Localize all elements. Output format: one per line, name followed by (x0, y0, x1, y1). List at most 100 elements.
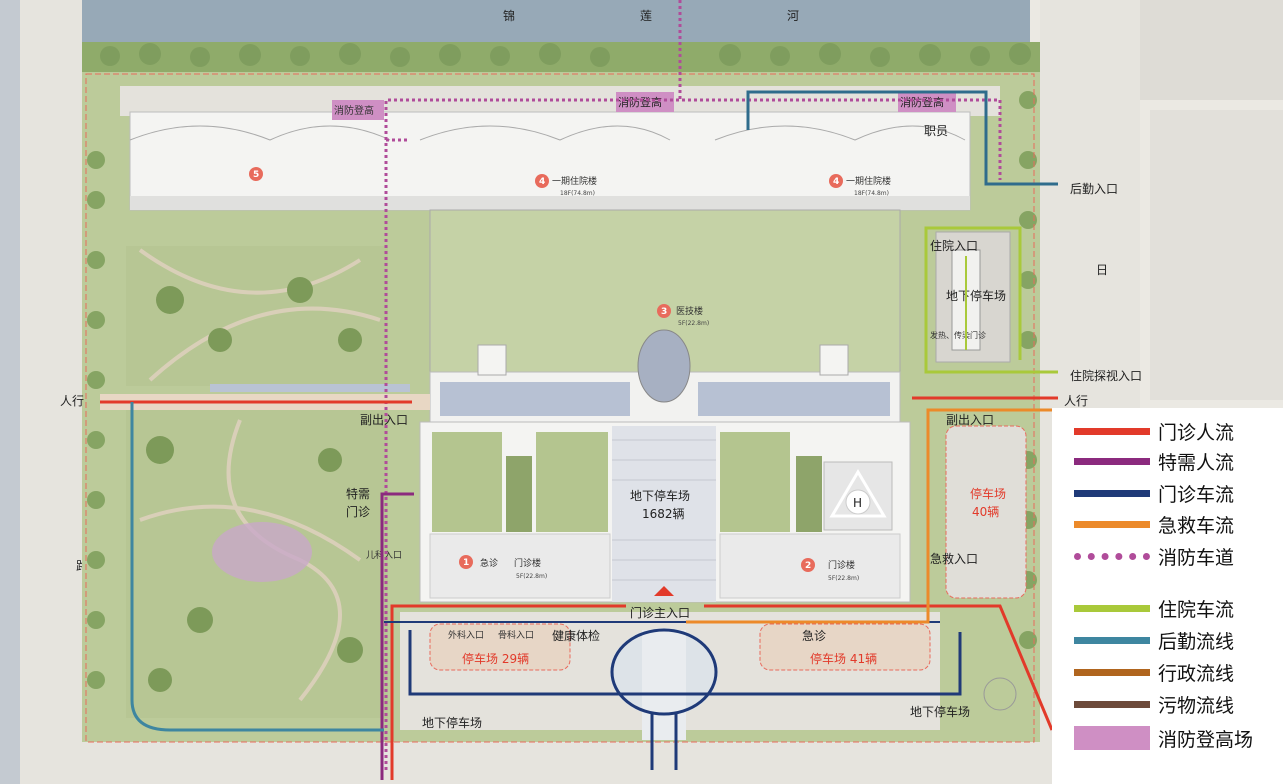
special-clinic-label-1: 特需 (346, 486, 370, 501)
left-road (20, 0, 82, 784)
legend-label: 后勤流线 (1158, 630, 1235, 653)
orthopedics-entrance-label: 骨科入口 (498, 629, 534, 641)
legend-label: 污物流线 (1158, 694, 1235, 717)
building-1-number: 1 (463, 558, 469, 568)
pedestrian-left-label: 人行 (60, 394, 84, 408)
legend-label: 特需人流 (1158, 451, 1235, 474)
inpatient-building (129, 111, 971, 211)
inpatient-entrance-label: 住院入口 (930, 239, 978, 253)
emergency-label: 急诊 (802, 628, 826, 643)
building-3-height: 5F(22.8m) (678, 320, 709, 327)
right-road-label: 日 (1096, 263, 1108, 277)
legend-swatch (1074, 489, 1150, 497)
emergency-vehicle-flow (686, 408, 1052, 624)
legend-item: 消防车道 (1074, 541, 1234, 571)
inpatient-vehicle-flow (924, 226, 1058, 374)
central-parking-label: 地下停车场 (630, 488, 690, 503)
building-2-name: 门诊楼 (828, 559, 855, 571)
river (68, 0, 1030, 42)
building-4-right-marker (829, 174, 843, 188)
fire-pad-mid (616, 92, 674, 112)
building-5-marker (249, 167, 263, 181)
fire-pad-right (898, 92, 956, 112)
parking-bottom-right (759, 623, 931, 671)
right-block-mid (1150, 110, 1283, 400)
fever-clinic-label: 发热、传染门诊 (930, 330, 986, 340)
site-boundary (85, 73, 1035, 743)
pediatrics-entrance-label: 儿科入口 (366, 549, 402, 561)
parking-right-count: 40辆 (972, 505, 999, 519)
fire-pad-mid-label: 消防登高 (618, 95, 662, 109)
legend-label: 住院车流 (1158, 598, 1235, 621)
secondary-exit-left-label: 副出入口 (360, 413, 408, 427)
emergency-entrance-label: 急救入口 (930, 551, 978, 566)
building-3-number: 3 (661, 307, 667, 317)
building-5-number: 5 (253, 170, 259, 180)
legend-item: 后勤流线 (1074, 625, 1234, 655)
legend-label: 门诊车流 (1158, 483, 1235, 506)
building-4-right-number: 4 (833, 177, 839, 187)
legend-label: 消防车道 (1158, 546, 1235, 569)
secondary-exit-right-label: 副出入口 (946, 413, 994, 427)
legend-panel: 门诊人流特需人流门诊车流急救车流消防车道住院车流后勤流线行政流线污物流线消防登高… (1052, 408, 1283, 784)
health-checkup-label: 健康体检 (552, 628, 600, 643)
river-label-1: 锦 (503, 9, 515, 23)
legend-swatch (1074, 604, 1150, 612)
legend-item: 行政流线 (1074, 657, 1234, 687)
central-concourse (612, 426, 716, 602)
parking-bottom-right-label: 停车场 41辆 (810, 651, 877, 666)
flower-garden (212, 522, 312, 582)
building-4-right-name: 一期住院楼 (846, 175, 891, 187)
legend-item: 门诊车流 (1074, 478, 1234, 508)
atrium-dome (637, 329, 691, 403)
legend-item: 消防登高场 (1074, 723, 1253, 753)
special-clinic-label-2: 门诊 (346, 504, 370, 519)
legend-item: 污物流线 (1074, 689, 1234, 719)
building-4-left-height: 18F(74.8m) (560, 190, 595, 197)
right-block-top (1140, 0, 1283, 100)
bottom-road (82, 740, 1040, 784)
underground-parking-br-label: 地下停车场 (910, 704, 970, 719)
legend-item: 门诊人流 (1074, 416, 1234, 446)
special-flow (380, 492, 414, 780)
logistics-flow (746, 90, 1058, 186)
building-1-name: 门诊楼 (514, 557, 541, 569)
logistics-entrance-label: 后勤入口 (1070, 182, 1118, 196)
river-label-3: 河 (787, 9, 799, 23)
building-3-name: 医技楼 (676, 305, 703, 317)
left-canal (0, 0, 20, 784)
building-2-height: 5F(22.8m) (828, 575, 859, 582)
building-4-right-height: 18F(74.8m) (854, 190, 889, 197)
tree-column-left (87, 151, 105, 689)
legend-swatch (1074, 520, 1150, 528)
pedestrian-right-label: 人行 (1064, 394, 1088, 408)
inpatient-visit-entrance-label: 住院探视入口 (1070, 368, 1142, 383)
building-1-emergency: 急诊 (480, 557, 498, 569)
legend-item: 特需人流 (1074, 446, 1234, 476)
building-1-marker (459, 555, 473, 569)
river-label-2: 莲 (640, 9, 652, 23)
outpatient-main-entrance-label: 门诊主入口 (630, 605, 690, 620)
building-3-marker (657, 304, 671, 318)
legend-swatch (1074, 552, 1150, 560)
legend-label: 门诊人流 (1158, 421, 1235, 444)
surgery-entrance-label: 外科入口 (448, 629, 484, 641)
underground-parking-bl-label: 地下停车场 (422, 715, 482, 730)
outpatient-vehicle-flow (408, 630, 962, 696)
helipad-label: H (853, 496, 862, 510)
parking-right-name: 停车场 (970, 486, 1006, 501)
building-4-left-number: 4 (539, 177, 545, 187)
fire-pad-left (332, 100, 384, 120)
garage-top-label: 地下停车场 (946, 288, 1006, 303)
pedestrian-flow-south (390, 604, 626, 780)
parking-right (945, 425, 1027, 599)
building-4-left-marker (535, 174, 549, 188)
building-2-number: 2 (805, 561, 811, 571)
building-2-marker (801, 558, 815, 572)
staff-label: 职员 (924, 124, 948, 138)
parking-left-label: 停车场 29辆 (462, 651, 529, 666)
legend-swatch (1074, 700, 1150, 708)
legend-item: 急救车流 (1074, 509, 1234, 539)
